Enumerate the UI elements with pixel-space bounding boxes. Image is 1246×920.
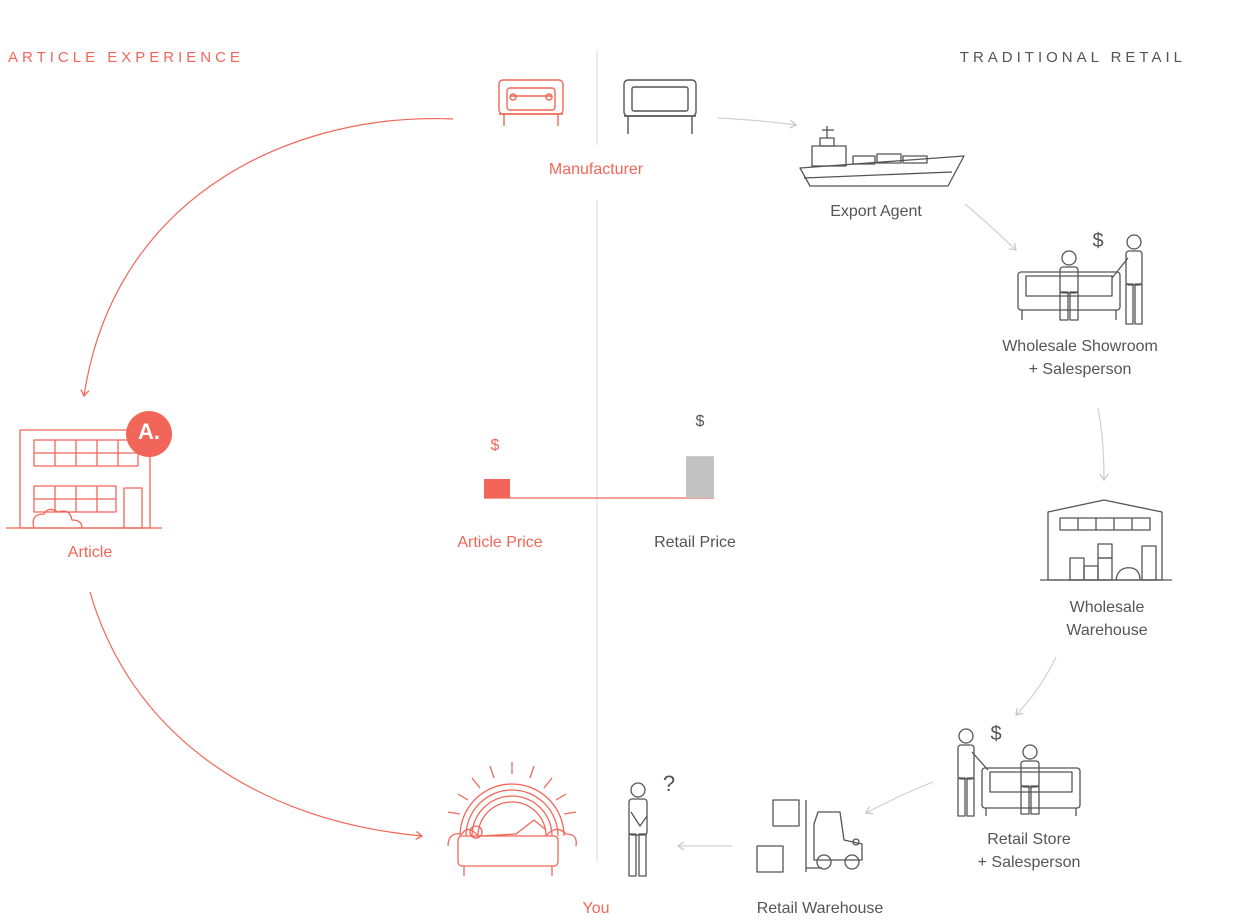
you-label: You <box>582 900 610 917</box>
arrow-article-to-you <box>89 591 424 840</box>
price-bars <box>484 456 714 498</box>
arrow-showroom-to-warehouse <box>1097 407 1109 482</box>
article-store-icon <box>6 429 162 529</box>
traditional-retail-header: TRADITIONAL RETAIL <box>959 49 1186 66</box>
arrow-store-to-retail-warehouse <box>864 781 934 815</box>
article-label: Article <box>67 544 113 561</box>
arrow-manufacturer-to-export <box>717 117 798 129</box>
showroom-icon <box>1017 234 1143 325</box>
wholesale-showroom-label: Wholesale Showroom + Salesperson <box>1002 338 1158 378</box>
retail-store-label: Retail Store + Salesperson <box>977 831 1081 871</box>
article-price-bar <box>484 479 510 498</box>
showroom-dollar-sign: $ <box>1092 230 1104 252</box>
article-experience-header: ARTICLE EXPERIENCE <box>8 49 244 66</box>
article-badge-text: A. <box>138 419 160 444</box>
retail-price-label: Retail Price <box>654 534 736 551</box>
arrow-manufacturer-to-article <box>80 117 454 398</box>
retail-warehouse-label: Retail Warehouse <box>756 900 884 917</box>
article-price-label: Article Price <box>457 534 543 551</box>
warehouse-icon <box>1040 499 1172 581</box>
forklift-icon <box>756 799 863 873</box>
article-price-currency: $ <box>490 437 500 454</box>
article-badge <box>126 411 172 457</box>
retail-store-icon <box>957 728 1081 817</box>
sofa-icon-grey <box>623 79 697 134</box>
retail-price-bar <box>686 456 714 498</box>
arrow-warehouse-to-store <box>1015 656 1057 716</box>
you-relaxing-icon <box>447 762 577 876</box>
sofa-icon-coral <box>498 79 564 126</box>
question-mark: ? <box>662 771 676 796</box>
wholesale-warehouse-label: Wholesale Warehouse <box>1066 599 1148 639</box>
ship-icon <box>799 126 965 187</box>
arrow-export-to-showroom <box>964 203 1017 251</box>
store-dollar-sign: $ <box>990 723 1002 745</box>
export-agent-label: Export Agent <box>830 203 922 220</box>
manufacturer-label: Manufacturer <box>548 161 644 178</box>
person-icon <box>628 782 648 877</box>
retail-price-currency: $ <box>695 413 705 430</box>
